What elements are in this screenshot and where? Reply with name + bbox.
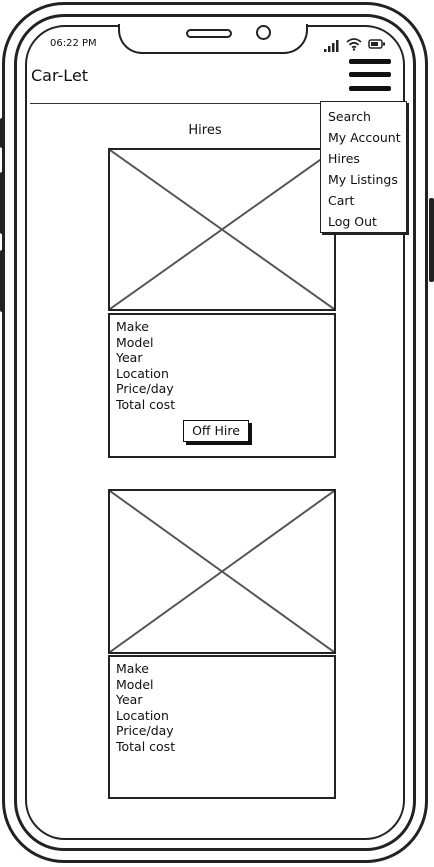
hamburger-bar bbox=[349, 59, 391, 64]
camera-icon bbox=[256, 25, 271, 40]
status-time: 06:22 PM bbox=[50, 38, 97, 49]
speaker-icon bbox=[186, 29, 232, 38]
menu-item-cart[interactable]: Cart bbox=[328, 193, 355, 208]
hire-2-price-per-day: Price/day bbox=[116, 723, 174, 738]
hire-2-details: Make Model Year Location Price/day Total… bbox=[108, 655, 336, 799]
header-divider bbox=[30, 103, 401, 104]
notch bbox=[118, 24, 308, 54]
app-title: Car-Let bbox=[31, 66, 89, 85]
status-icons bbox=[324, 38, 384, 52]
hamburger-icon[interactable] bbox=[349, 59, 391, 93]
nav-dropdown-menu: Search My Account Hires My Listings Cart… bbox=[320, 101, 407, 233]
side-button-right bbox=[429, 198, 434, 282]
hire-1-price-per-day: Price/day bbox=[116, 381, 174, 396]
side-button-left-mid bbox=[0, 172, 4, 234]
off-hire-button[interactable]: Off Hire bbox=[183, 420, 249, 442]
side-button-left-bottom bbox=[0, 250, 4, 312]
hire-1-image-placeholder bbox=[108, 148, 336, 311]
hire-1-total-cost: Total cost bbox=[116, 396, 176, 412]
wifi-icon bbox=[346, 38, 362, 51]
hire-2-year: Year bbox=[116, 692, 143, 707]
battery-icon bbox=[368, 39, 385, 49]
image-placeholder-icon bbox=[110, 150, 334, 309]
hire-1-location: Location bbox=[116, 365, 169, 381]
menu-item-search[interactable]: Search bbox=[328, 109, 371, 124]
image-placeholder-icon bbox=[110, 491, 334, 652]
hire-2-model: Model bbox=[116, 676, 154, 692]
hire-2-make: Make bbox=[116, 661, 149, 676]
hire-1-year: Year bbox=[116, 350, 143, 365]
page-title: Hires bbox=[188, 123, 222, 138]
signal-icon bbox=[324, 40, 339, 52]
hamburger-bar bbox=[349, 72, 391, 77]
hire-2-image-placeholder bbox=[108, 489, 336, 654]
hire-2-location: Location bbox=[116, 707, 169, 723]
menu-item-my-account[interactable]: My Account bbox=[328, 130, 401, 145]
hire-1-make: Make bbox=[116, 319, 149, 334]
hire-2-total-cost: Total cost bbox=[116, 738, 176, 754]
hire-1-model: Model bbox=[116, 334, 154, 350]
menu-item-log-out[interactable]: Log Out bbox=[328, 214, 377, 229]
side-button-left-top bbox=[0, 118, 4, 148]
menu-item-my-listings[interactable]: My Listings bbox=[328, 172, 398, 187]
menu-item-hires[interactable]: Hires bbox=[328, 151, 360, 166]
hamburger-bar bbox=[349, 86, 391, 91]
